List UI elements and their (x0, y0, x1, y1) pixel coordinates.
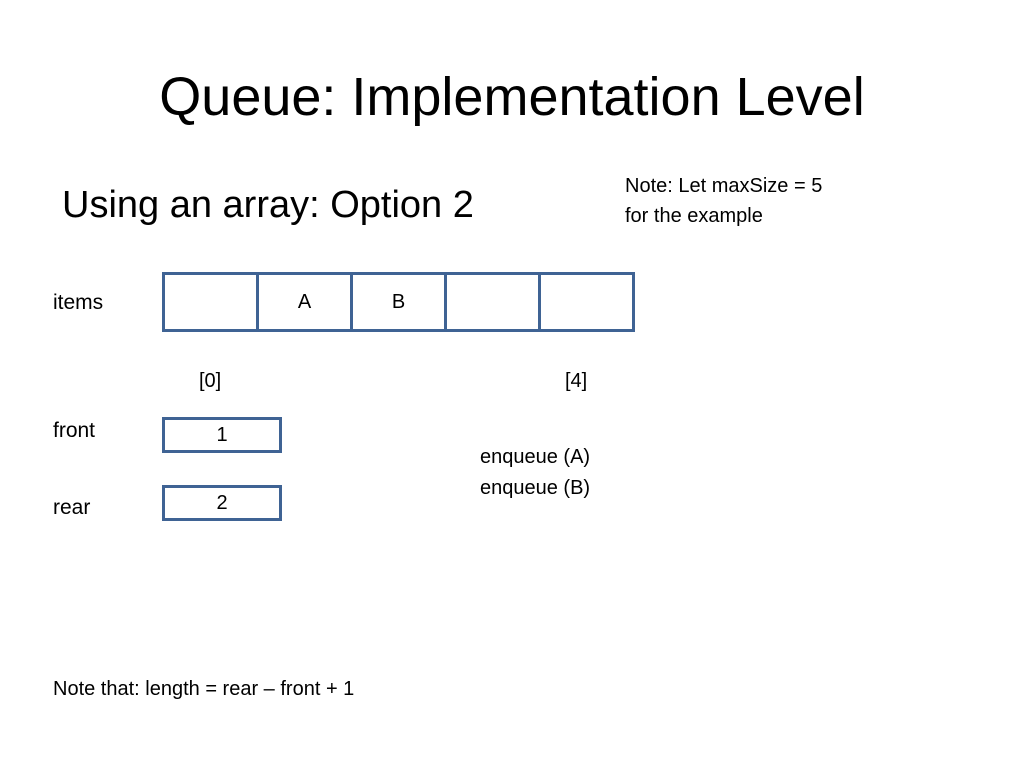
items-label: items (53, 291, 104, 314)
length-formula-note: Note that: length = rear – front + 1 (53, 678, 355, 700)
front-value-box: 1 (162, 417, 282, 453)
array-cell-0 (162, 272, 259, 332)
rear-value-box: 2 (162, 485, 282, 521)
maxsize-note-line-2: for the example (625, 205, 763, 227)
index-label-last: [4] (565, 370, 588, 392)
operations-list: enqueue (A) enqueue (B) (480, 442, 590, 504)
rear-label: rear (53, 496, 91, 519)
array-cell-1: A (256, 272, 353, 332)
maxsize-note: Note: Let maxSize = 5 for the example (625, 171, 822, 231)
front-label: front (53, 419, 96, 442)
array-cell-4 (538, 272, 635, 332)
array-cell-3 (444, 272, 541, 332)
maxsize-note-line-1: Note: Let maxSize = 5 (625, 175, 823, 197)
operation-enqueue-a: enqueue (A) (480, 446, 591, 468)
array-cell-2: B (350, 272, 447, 332)
index-label-first: [0] (199, 370, 222, 392)
operation-enqueue-b: enqueue (B) (480, 477, 591, 499)
slide-title: Queue: Implementation Level (159, 67, 865, 127)
slide-subtitle: Using an array: Option 2 (62, 184, 474, 226)
items-array: A B (162, 272, 635, 332)
